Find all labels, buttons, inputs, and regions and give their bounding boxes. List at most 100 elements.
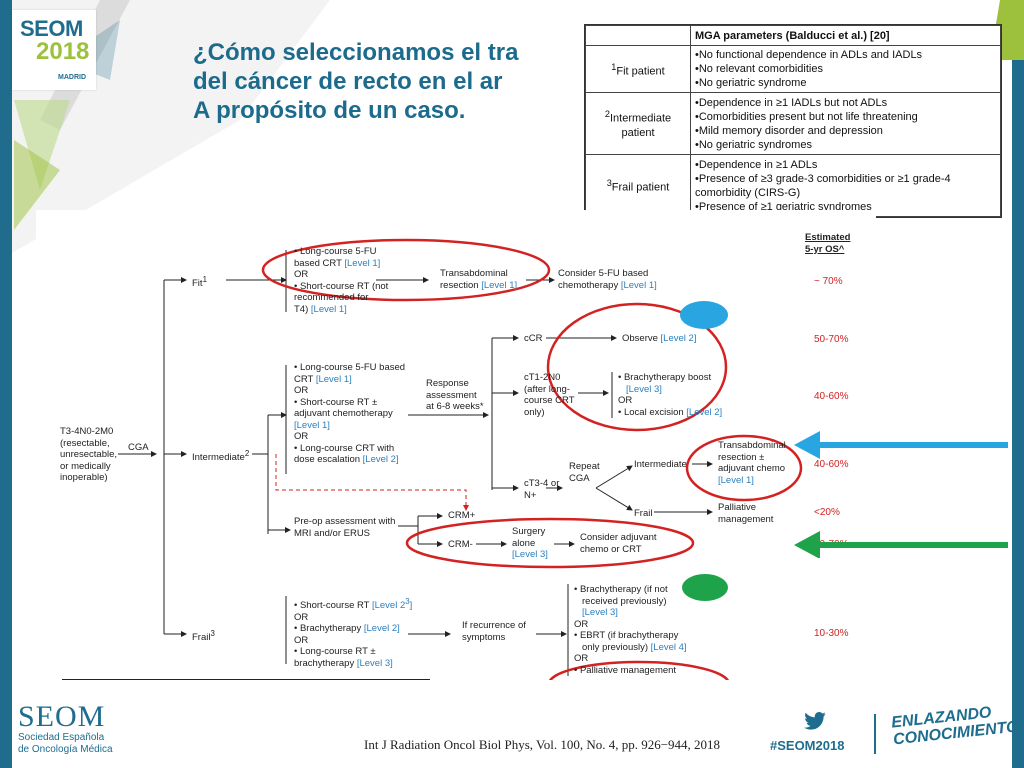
box-line: Consider 5-FU based <box>558 268 649 279</box>
hashtag: #SEOM2018 <box>770 738 845 753</box>
seom-subtitle-2: de Oncología Médica <box>18 744 113 755</box>
start-line: (resectable, <box>60 437 110 449</box>
level-text: [Level 2 <box>371 600 406 612</box>
box-line: only) <box>524 406 545 418</box>
level-tag: [Level 1] <box>620 279 657 291</box>
os-frail: 10-30% <box>814 628 849 639</box>
level-tag: [Level 1] <box>310 303 347 315</box>
footer-divider <box>874 714 876 754</box>
row-item: •Dependence in ≥1 IADLs but not ADLs <box>695 96 888 109</box>
frail2-label: Frail <box>634 508 653 519</box>
box-line: assessment <box>426 389 477 401</box>
row-label: Intermediate patient <box>609 112 672 139</box>
option-line: received previously) <box>582 595 667 607</box>
fit-options: • Long-course 5-FU based CRT [Level 1] O… <box>294 246 388 315</box>
seom-subtitle-1: Sociedad Española <box>18 732 105 743</box>
os-header: Estimated 5-yr OS^ <box>805 232 850 255</box>
table-header: MGA parameters (Balducci et al.) [20] <box>690 25 1001 46</box>
option-line: • Palliative management <box>574 664 677 676</box>
annotation-ellipse-palliative <box>549 660 729 680</box>
ccr-label: cCR <box>524 333 543 344</box>
box-line: Palliative <box>718 502 757 513</box>
start-line: inoperable) <box>60 472 108 483</box>
level-tag: [Level 3] <box>356 657 393 669</box>
observe-box: Observe [Level 2] <box>622 333 696 345</box>
annotation-ellipse-intermediate <box>685 434 803 502</box>
start-line: or medically <box>60 460 111 472</box>
row-label: Frail patient <box>611 181 670 194</box>
level-tag: [Level 1] <box>481 279 518 291</box>
row-item: •Mild memory disorder and depression <box>695 124 883 137</box>
table-row: 2Intermediate patient •Dependence in ≥1 … <box>585 92 1001 156</box>
annotation-ellipse-fit <box>261 238 551 302</box>
row-item: •Dependence in ≥1 ADLs <box>695 158 818 171</box>
box-line: CGA <box>569 472 590 484</box>
fit-label: Fit <box>192 278 203 290</box>
frail-options: • Short-course RT [Level 23] OR • Brachy… <box>294 596 412 669</box>
logo-line1: SEOM <box>20 16 83 41</box>
green-dot-marker <box>682 574 728 601</box>
title-line-1: ¿Cómo seleccionamos el tra <box>193 39 519 66</box>
level-tag: [Level 23] <box>371 597 413 612</box>
option-line: • Long-course 5-FU <box>294 246 377 257</box>
level-tag: [Level 1] <box>718 474 754 486</box>
start-line: unresectable, <box>60 449 118 460</box>
option-line: T4) <box>294 303 309 315</box>
repeat-cga-box: Repeat CGA <box>569 461 600 484</box>
frail-node: Frail3 <box>192 628 215 644</box>
box-line: at 6-8 weeks* <box>426 401 484 412</box>
box-line: cT3-4 or <box>524 478 560 489</box>
start-line: T3-4N0-2M0 <box>60 426 114 437</box>
box-line: MRI and/or ERUS <box>294 527 371 539</box>
flowchart-connectors <box>62 238 803 680</box>
option-line: based CRT <box>294 257 342 269</box>
box-line: If recurrence of <box>462 620 526 631</box>
option-line: • Local excision <box>618 406 684 418</box>
row-item: •No geriatric syndromes <box>695 138 812 151</box>
os-ct1: 40-60% <box>814 391 849 402</box>
row-item: •No functional dependence in ADLs and IA… <box>695 49 923 62</box>
or-label: OR <box>574 618 589 630</box>
option-line: • Brachytherapy <box>294 623 362 635</box>
or-label: OR <box>294 269 309 280</box>
intermediate-label: Intermediate <box>192 452 245 464</box>
annotation-ellipse-crm <box>405 517 695 569</box>
ct1-box: cT1-2N0 (after long- course CRT only) <box>524 372 575 418</box>
annotation-arrows <box>794 431 1008 558</box>
box-line: cT1-2N0 <box>524 372 561 383</box>
box-line: chemo or CRT <box>580 543 642 555</box>
row-sup: 1 <box>611 61 617 72</box>
box-line: Surgery <box>512 526 546 537</box>
transabdominal-box: Transabdominal resection [Level 1] <box>440 268 517 291</box>
seom-wordmark: SEOM <box>18 700 106 733</box>
option-line: brachytherapy <box>294 657 355 669</box>
intermediate-options: • Long-course 5-FU based CRT [Level 1] O… <box>294 362 405 466</box>
title-line-3: A propósito de un caso. <box>193 97 466 124</box>
option-line: • Long-course RT ± <box>294 646 376 658</box>
box-line: resection <box>440 279 479 291</box>
seom-2018-logo: SEOM 2018 MADRID <box>12 10 96 90</box>
box-line: Response <box>426 378 469 389</box>
citation: Int J Radiation Oncol Biol Phys, Vol. 10… <box>364 737 721 752</box>
intermediate-sup: 2 <box>244 449 250 458</box>
treatment-flowchart: Estimated 5-yr OS^ T3-4N0-2M0 (resectabl… <box>36 210 876 680</box>
level-close: ] <box>409 600 413 612</box>
logo-line3: MADRID <box>58 74 86 81</box>
os-header-line: Estimated <box>805 232 851 243</box>
crm-minus-label: CRM- <box>448 539 473 550</box>
trans-resection-box: Transabdominal resection ± adjuvant chem… <box>718 440 786 486</box>
row-item: •Comorbidities present but not life thre… <box>695 110 918 123</box>
consider-5fu-box: Consider 5-FU based chemotherapy [Level … <box>558 268 657 291</box>
option-line: only previously) <box>582 641 648 653</box>
box-line: symptoms <box>462 631 506 643</box>
or-label: OR <box>618 395 633 406</box>
or-label: OR <box>294 431 309 442</box>
level-tag: [Level 3] <box>512 549 548 560</box>
option-line: • Short-course RT (not <box>294 280 389 292</box>
level-sup: 3 <box>405 597 410 606</box>
row-item: •Presence of ≥3 grade-3 comorbidities or… <box>695 172 951 185</box>
consider-adjuvant-box: Consider adjuvant chemo or CRT <box>580 532 657 555</box>
box-line: chemotherapy <box>558 279 619 291</box>
intermediate-node: Intermediate2 <box>192 448 249 464</box>
fit-node: Fit1 <box>192 274 207 290</box>
